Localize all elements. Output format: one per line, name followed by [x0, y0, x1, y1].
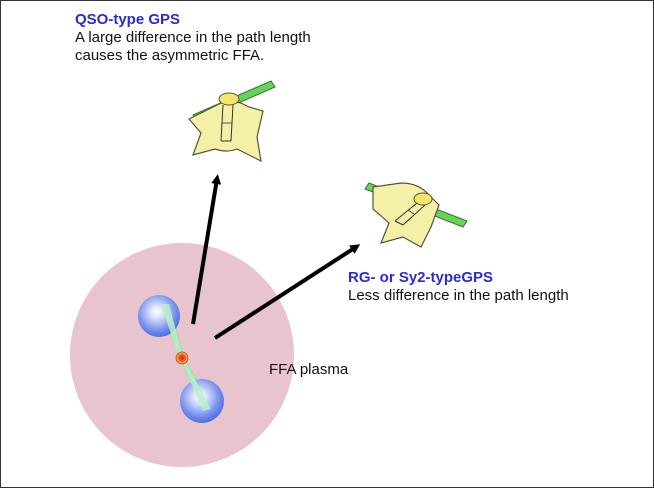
arrow-to-rg-observer [213, 244, 361, 340]
rg-type-title: RG- or Sy2-typeGPS [348, 269, 494, 286]
observing-satellite-icon [188, 80, 276, 163]
qso-description-line2: causes the asymmetric FFA. [75, 47, 265, 64]
arrow-to-qso-observer [191, 174, 222, 325]
agn-core [175, 351, 189, 365]
ffa-plasma-label: FFA plasma [269, 361, 349, 378]
qso-type-title: QSO-type GPS [75, 11, 181, 28]
qso-description-line1: A large difference in the path length [75, 29, 311, 46]
rg-description-line1: Less difference in the path length [348, 287, 569, 304]
observing-satellite-icon [364, 182, 468, 248]
